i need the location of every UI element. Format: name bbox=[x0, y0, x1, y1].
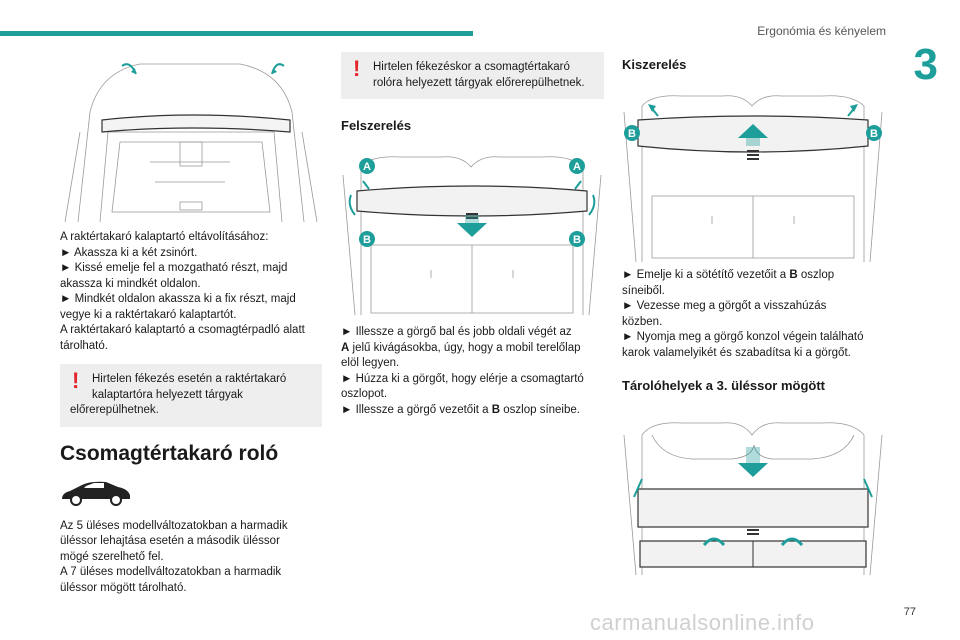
step-line: oszlopot. bbox=[341, 388, 388, 400]
warning-text: Hirtelen fékezéskor a csomagtértakaró bbox=[373, 61, 570, 73]
section-title: Csomagtértakaró roló bbox=[60, 441, 279, 465]
step-line: ► Mindkét oldalon akassza ki a fix részt… bbox=[60, 293, 296, 305]
watermark: carmanualsonline.info bbox=[590, 610, 815, 635]
chapter-number: 3 bbox=[913, 40, 938, 89]
step-text: oszlop síneibe. bbox=[500, 403, 580, 416]
step-line: akassza ki mindkét oldalon. bbox=[60, 277, 201, 290]
column-right: Kiszerelés B B ► Emelje ki a sötétítő ve… bbox=[622, 52, 884, 575]
step-line: elöl legyen. bbox=[341, 357, 400, 369]
label-b-left: B bbox=[363, 234, 371, 246]
step-line: A jelű kivágásokba, úgy, hogy a mobil te… bbox=[341, 341, 604, 357]
subsection-title: Kiszerelés bbox=[622, 57, 687, 72]
body-text: Az 5 üléses modellváltozatokban a harmad… bbox=[60, 519, 288, 532]
roller-blind-remove-illustration: B B bbox=[622, 86, 884, 262]
warning-text: Hirtelen fékezés esetén a raktértakaró bbox=[92, 373, 287, 385]
step-line: ► Kissé emelje fel a mozgatható részt, m… bbox=[60, 262, 288, 274]
label-b-left: B bbox=[628, 128, 636, 140]
parcel-shelf-illustration bbox=[60, 52, 322, 224]
step-text: ► Emelje ki a sötétítő vezetőit a bbox=[622, 269, 790, 281]
subsection-title: Felszerelés bbox=[341, 118, 412, 133]
step-text: oszlop bbox=[797, 269, 835, 281]
step-bold-label: B bbox=[789, 269, 798, 281]
step-text: ► Illessze a görgő vezetőit a bbox=[341, 403, 492, 416]
car-silhouette-icon bbox=[60, 478, 132, 507]
step-line: ► Emelje ki a sötétítő vezetőit a B oszl… bbox=[622, 268, 884, 284]
chapter-title: Ergonómia és kényelem bbox=[757, 24, 886, 38]
step-bold-label: A bbox=[341, 341, 350, 354]
step-line: ► Akassza ki a két zsinórt. bbox=[60, 246, 198, 259]
step-line: vegye ki a raktértakaró kalaptartót. bbox=[60, 308, 237, 321]
roller-blind-install-illustration: A A B B bbox=[341, 145, 603, 317]
label-a-right: A bbox=[573, 161, 581, 173]
step-bold-label: B bbox=[491, 403, 501, 416]
step-line: tárolható. bbox=[60, 339, 108, 352]
step-line: síneiből. bbox=[622, 284, 665, 297]
third-row-storage-illustration bbox=[622, 405, 884, 575]
header-accent-bar bbox=[0, 31, 473, 36]
step-line: ► Húzza ki a görgőt, hogy elérje a csoma… bbox=[341, 372, 584, 385]
step-line: ► Vezesse meg a görgőt a visszahúzás bbox=[622, 300, 827, 312]
warning-icon: ! bbox=[353, 56, 361, 81]
step-line: ► Illessze a görgő bal és jobb oldali vé… bbox=[341, 326, 572, 338]
label-b-right: B bbox=[573, 234, 581, 246]
body-text: üléssor mögött tárolható. bbox=[60, 581, 187, 594]
warning-box: ! Hirtelen fékezéskor a csomagtértakaró … bbox=[341, 52, 604, 99]
warning-text: rolóra helyezett tárgyak előrerepülhetne… bbox=[373, 76, 585, 89]
column-left: A raktértakaró kalaptartó eltávolításáho… bbox=[60, 52, 322, 596]
body-text: mögé szerelhető fel. bbox=[60, 550, 164, 563]
column-middle: ! Hirtelen fékezéskor a csomagtértakaró … bbox=[341, 52, 604, 418]
page-number: 77 bbox=[903, 606, 916, 618]
step-line: ► Nyomja meg a görgő konzol végein talál… bbox=[622, 331, 864, 343]
step-line: A raktértakaró kalaptartó a csomagtérpad… bbox=[60, 324, 305, 336]
step-line: közben. bbox=[622, 315, 663, 328]
body-text: A 7 üléses modellváltozatokban a harmadi… bbox=[60, 566, 282, 578]
warning-text: kalaptartóra helyezett tárgyak bbox=[92, 388, 243, 401]
warning-icon: ! bbox=[72, 368, 80, 393]
body-text: üléssor lehajtása esetén a második üléss… bbox=[60, 535, 280, 547]
step-line: karok valamelyikét és szabadítsa ki a gö… bbox=[622, 346, 851, 359]
step-line: ► Illessze a görgő vezetőit a B oszlop s… bbox=[341, 403, 604, 419]
label-b-right: B bbox=[870, 128, 878, 140]
label-a-left: A bbox=[363, 161, 371, 173]
warning-text: előrerepülhetnek. bbox=[70, 404, 159, 416]
step-text: jelű kivágásokba, úgy, hogy a mobil tere… bbox=[349, 341, 581, 354]
subsection-title: Tárolóhelyek a 3. üléssor mögött bbox=[622, 378, 825, 393]
warning-box: ! Hirtelen fékezés esetén a raktértakaró… bbox=[60, 364, 322, 427]
intro-text: A raktértakaró kalaptartó eltávolításáho… bbox=[60, 231, 269, 243]
